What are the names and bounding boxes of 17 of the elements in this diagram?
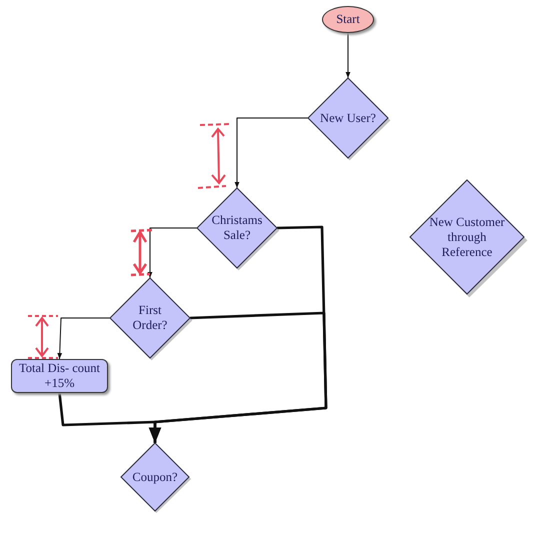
node-label: Total Dis- count +15%: [18, 361, 102, 391]
connector-arrow: [234, 118, 308, 188]
node-label: First Order?: [132, 303, 168, 333]
decision-diamond: [197, 188, 277, 268]
start-ellipse: [322, 6, 374, 33]
connector-arrow: [57, 318, 110, 360]
node-label: Start: [336, 12, 360, 27]
connector-arrow: [58, 392, 162, 443]
node-label: Coupon?: [132, 470, 178, 484]
connector-arrow: [346, 32, 350, 78]
decision-diamond: [110, 278, 190, 358]
process-box: [11, 359, 108, 393]
decision-diamond: [308, 78, 388, 158]
decision-diamond: [121, 443, 189, 511]
connector-arrow: [148, 228, 198, 278]
node-label: New User?: [320, 110, 376, 126]
node-label: Christams Sale?: [210, 213, 264, 243]
